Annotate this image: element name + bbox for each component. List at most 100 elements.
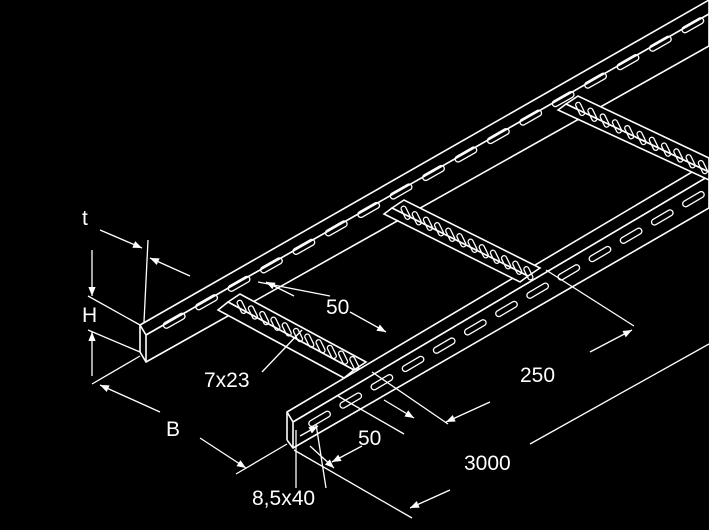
width-label: B — [166, 418, 180, 441]
length-arrow-left — [409, 489, 451, 509]
slot — [324, 220, 348, 237]
slot — [673, 148, 684, 163]
slot — [195, 294, 219, 311]
slot-rung-label: 7x23 — [204, 369, 250, 392]
slot — [281, 322, 292, 337]
slot — [463, 319, 487, 336]
slot — [400, 205, 411, 220]
slot — [389, 183, 413, 200]
slot — [304, 333, 315, 348]
slot — [433, 222, 445, 237]
slot — [292, 238, 316, 255]
slot — [616, 54, 640, 71]
rung-slots — [236, 101, 708, 371]
thickness-extension-line — [143, 239, 149, 323]
slot — [500, 255, 512, 270]
slot — [401, 355, 425, 373]
slot — [588, 245, 612, 263]
slot — [259, 310, 270, 326]
slot — [682, 190, 705, 208]
slot — [308, 410, 331, 428]
slot — [526, 282, 550, 299]
slot — [648, 136, 659, 152]
slot — [486, 127, 510, 145]
thickness-arrow-right — [149, 257, 191, 277]
slot-side-arrow-1 — [309, 445, 335, 469]
slot — [624, 124, 635, 140]
rung-spacing-ext-left — [371, 371, 449, 425]
slot — [551, 91, 575, 108]
slot — [584, 72, 608, 89]
slot — [445, 227, 456, 242]
slot — [660, 142, 672, 157]
slot — [422, 164, 445, 182]
slot — [357, 201, 381, 219]
slot — [648, 35, 672, 52]
slot — [519, 109, 543, 126]
slot — [227, 275, 251, 292]
slot — [611, 119, 623, 134]
slot — [454, 146, 478, 163]
length-ext-left — [293, 449, 413, 519]
height-label: H — [82, 304, 97, 327]
slot — [315, 339, 326, 354]
slot — [467, 238, 478, 253]
slot — [432, 337, 456, 354]
slot — [456, 233, 467, 248]
length-dim-line — [529, 343, 709, 445]
slot — [411, 211, 422, 226]
slot — [599, 113, 610, 128]
slot — [339, 392, 363, 409]
slot — [478, 244, 489, 259]
rung-2 — [382, 199, 542, 283]
slot — [495, 300, 518, 318]
side-rail-slots — [162, 17, 705, 428]
slot-offset-arrow-2 — [299, 425, 319, 437]
thickness-arrow-left — [99, 229, 143, 249]
left-side-rail — [139, 0, 709, 363]
slot — [247, 305, 259, 320]
rung-offset-arrow-2 — [349, 311, 387, 333]
slot — [681, 17, 705, 34]
slot — [512, 260, 523, 275]
slot — [162, 312, 186, 329]
thickness-label: t — [82, 207, 88, 230]
slot — [523, 266, 534, 281]
slot — [259, 257, 283, 274]
slot-rung-leader — [261, 329, 303, 373]
width-ext-left — [91, 355, 141, 385]
rung-offset-label: 50 — [326, 296, 349, 319]
rung-offset-arrow-1 — [265, 281, 295, 297]
slot — [422, 216, 434, 231]
slot-side-arrow-2 — [331, 445, 363, 463]
slot — [697, 159, 708, 175]
slot-offset-ext — [337, 395, 405, 435]
slot — [489, 249, 501, 264]
height-ext-top — [87, 295, 141, 326]
slot — [236, 299, 247, 315]
rung-spacing-arrow-left — [445, 401, 491, 423]
rung-spacing-ext-right — [545, 269, 635, 327]
right-side-rail — [286, 161, 709, 449]
rung-spacing-arrow-right — [589, 329, 633, 353]
slot — [636, 130, 647, 146]
slot — [619, 227, 643, 244]
rung-spacing-label: 250 — [520, 364, 555, 387]
width-arrow-right — [199, 437, 247, 469]
width-arrow-left — [99, 384, 161, 413]
slot — [337, 350, 349, 365]
slot — [587, 107, 598, 122]
dimension-lines — [87, 229, 709, 519]
slot-offset-label: 50 — [358, 427, 381, 450]
slot — [685, 154, 696, 169]
slot — [370, 374, 394, 391]
slot-offset-arrow-1 — [383, 399, 415, 419]
slot — [270, 316, 281, 331]
slot — [575, 101, 586, 117]
width-ext-right — [235, 443, 288, 475]
slot — [326, 344, 337, 360]
slot — [650, 209, 674, 226]
height-ext-bottom — [87, 329, 141, 353]
slot — [349, 355, 360, 371]
